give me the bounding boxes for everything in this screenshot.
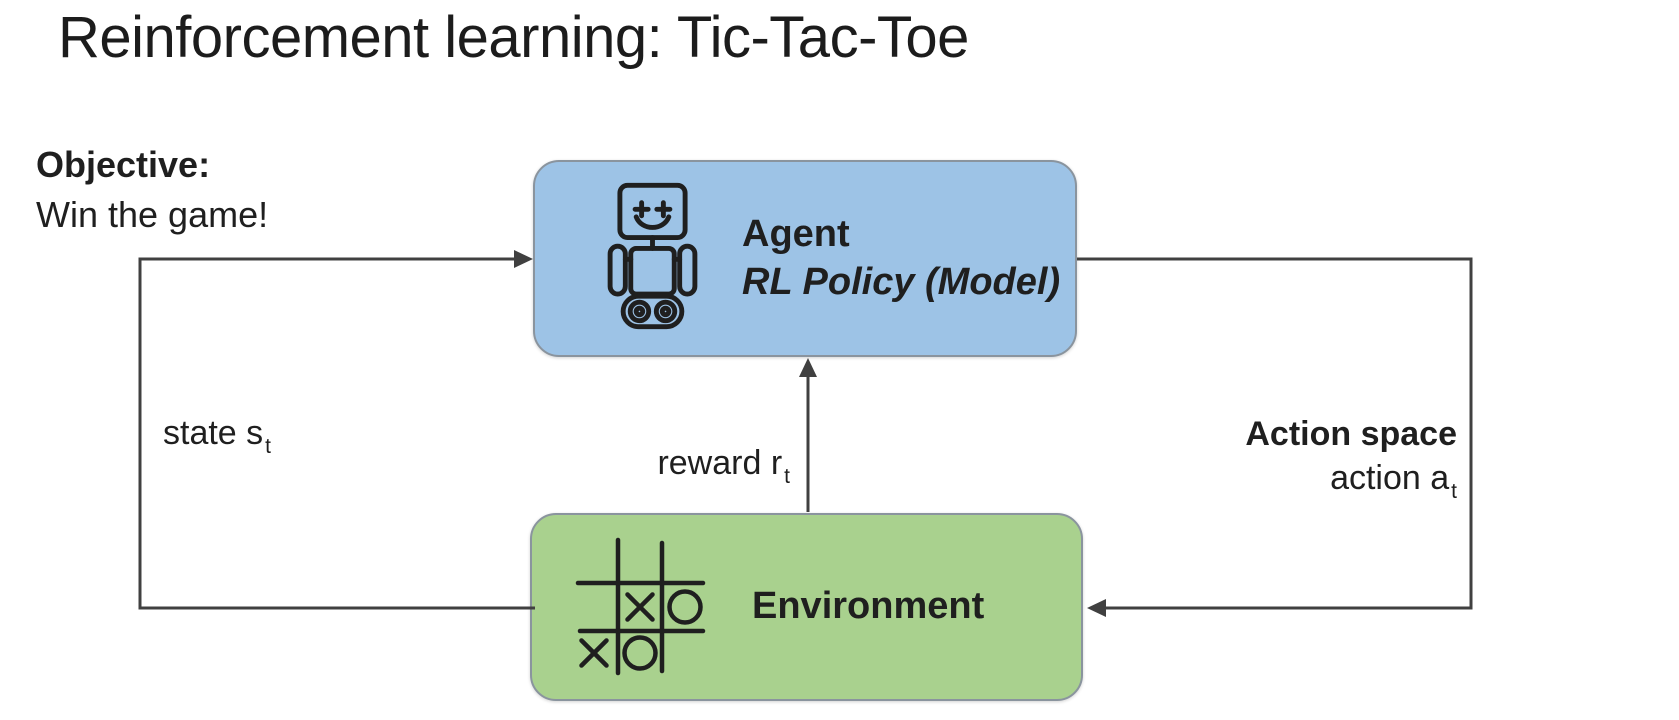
environment-title: Environment [752,585,985,628]
agent-box: Agent RL Policy (Model) [533,160,1077,357]
action-subscript: t [1451,480,1457,504]
robot-icon [605,181,700,336]
environment-box: Environment [530,513,1083,701]
state-label: state st [163,414,272,458]
state-subscript: t [265,435,272,458]
action-label: Action space action at [1245,412,1457,505]
objective-text: Win the game! [36,193,269,235]
edge-state-arrowhead [514,250,533,268]
tic-tac-toe-icon [570,531,710,684]
reward-subscript: t [784,465,790,488]
agent-labels: Agent RL Policy (Model) [742,211,1060,307]
agent-title: Agent [742,212,850,255]
objective-heading: Objective: [36,144,211,185]
edge-action-arrowhead [1087,599,1106,617]
edge-reward-arrowhead [799,358,817,377]
action-space-heading: Action space [1245,415,1457,453]
objective-block: Objective: Win the game! [36,140,268,239]
environment-labels: Environment [752,583,984,631]
slide-title: Reinforcement learning: Tic-Tac-Toe [58,5,969,70]
agent-subtitle: RL Policy (Model) [742,260,1061,303]
reward-label: reward rt [657,444,790,488]
action-text: action at [1330,459,1457,504]
